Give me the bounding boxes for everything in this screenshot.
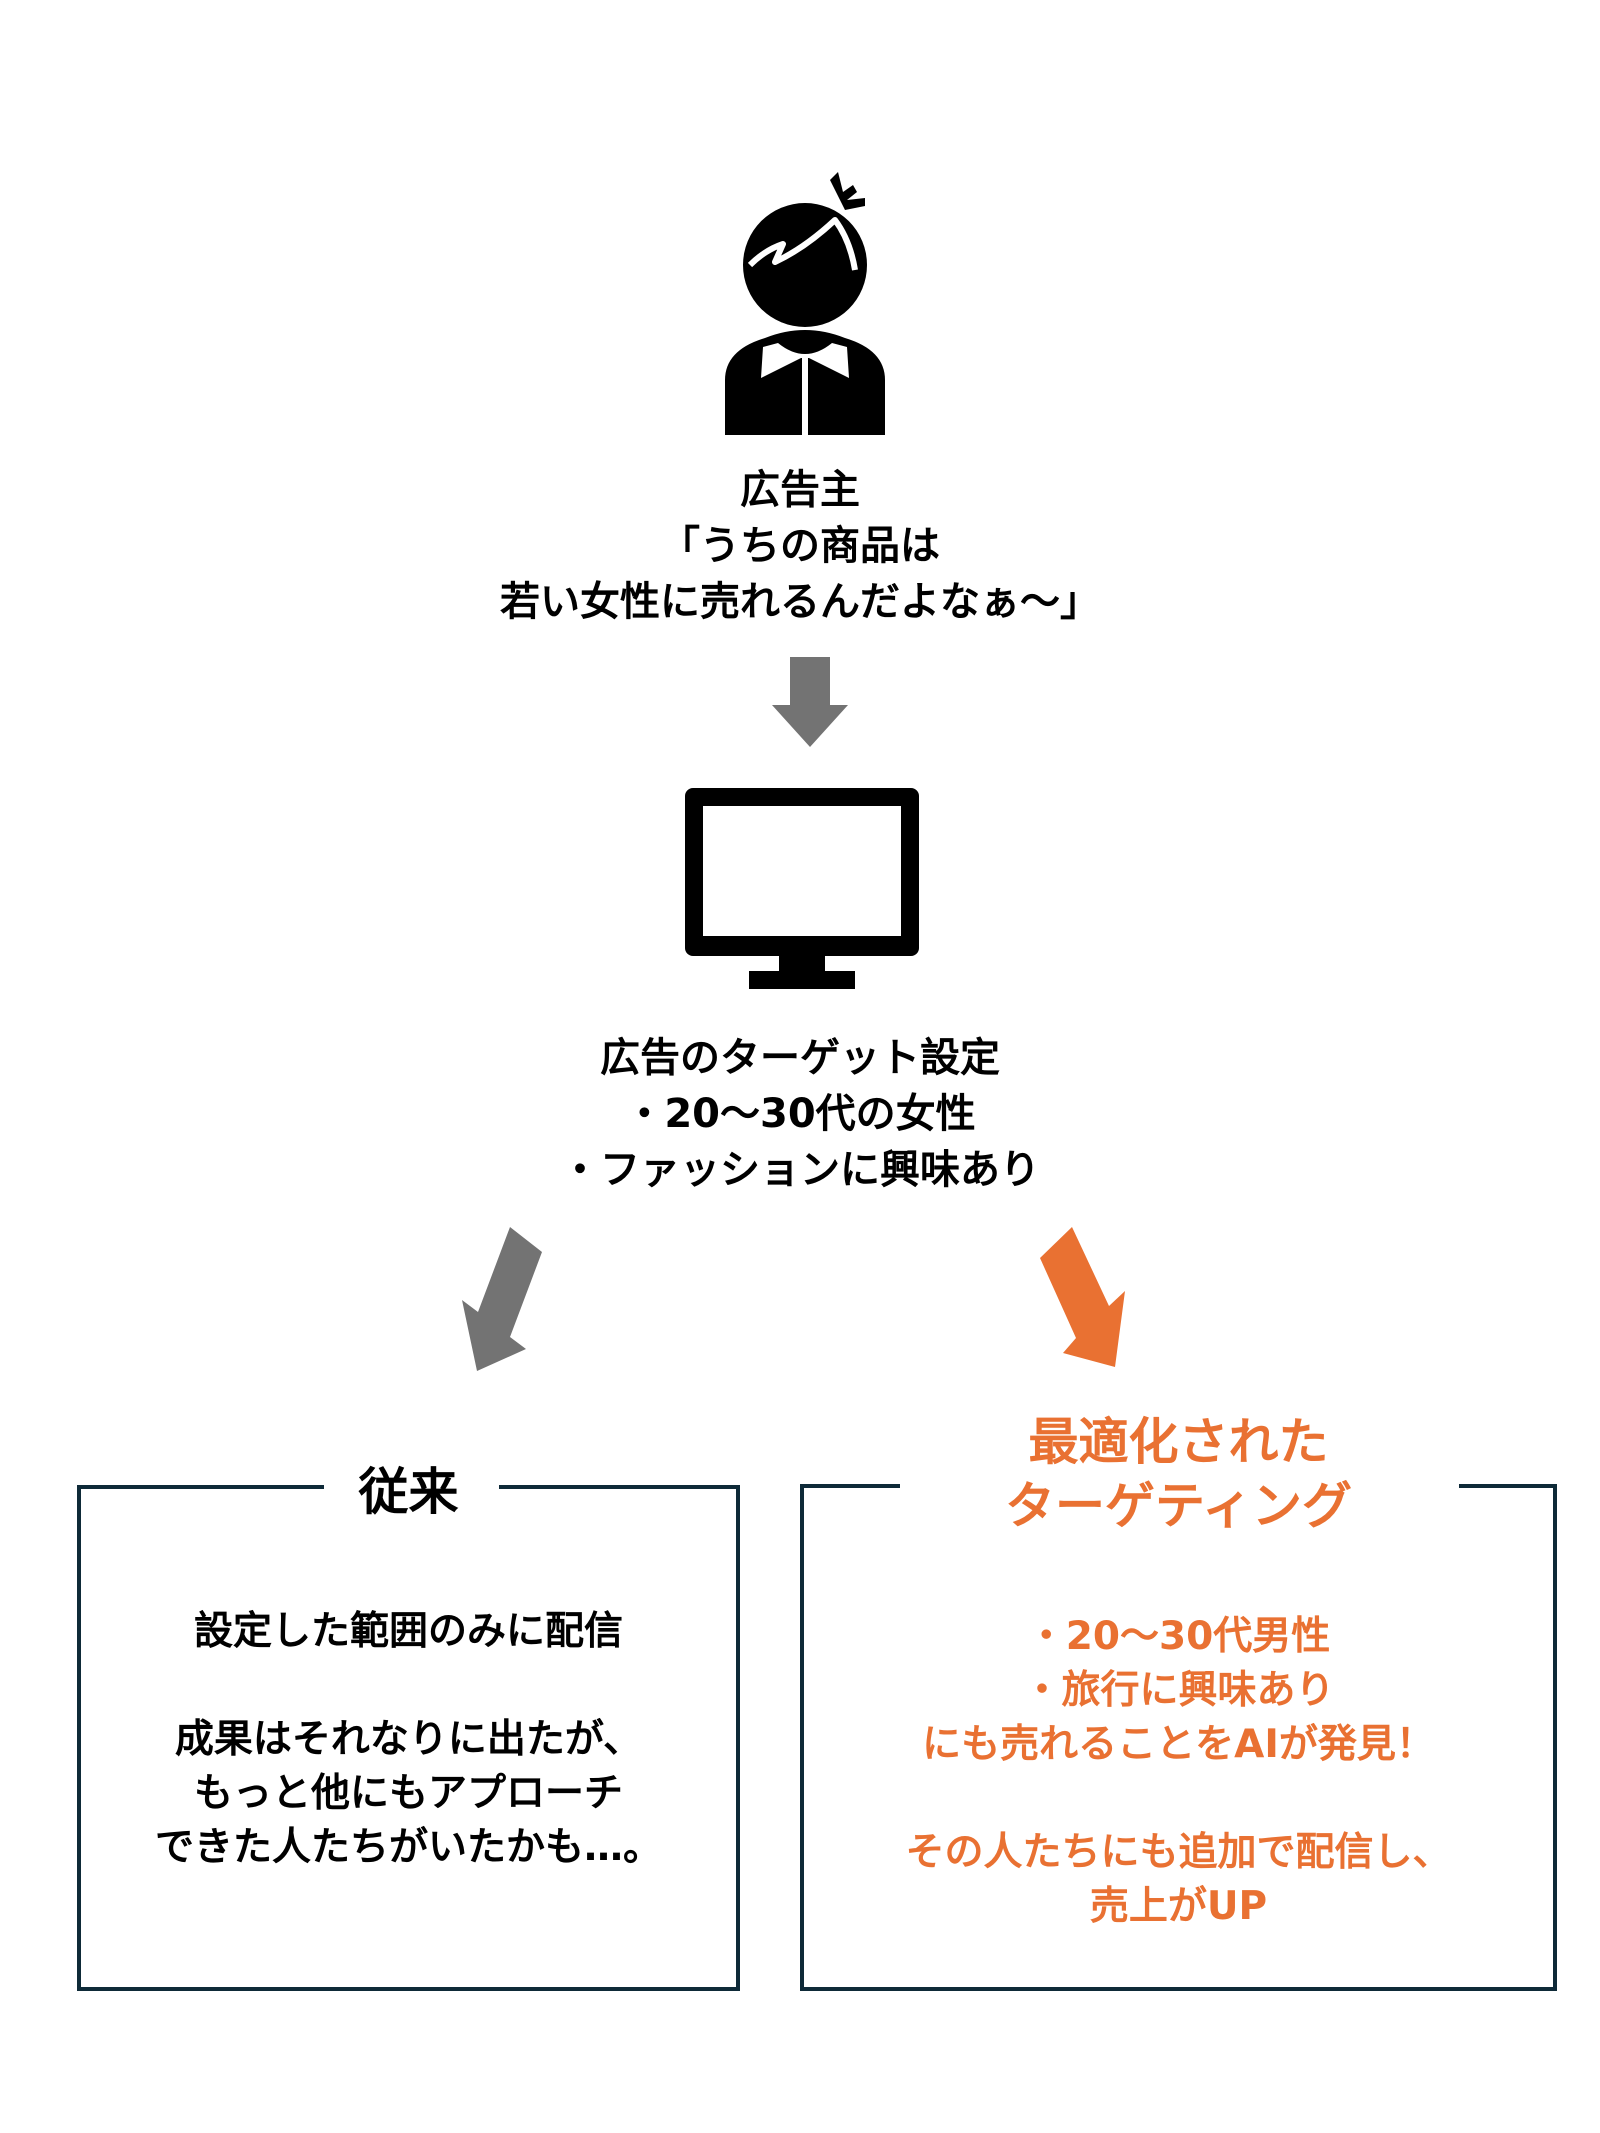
- optimized-heading-line1: 最適化された: [1028, 1413, 1329, 1471]
- optimized-item: にも売れることをAIが発見！: [922, 1722, 1435, 1767]
- conventional-body-line: できた人たちがいたかも…。: [154, 1825, 662, 1870]
- arrow-down-right-icon: [1040, 1227, 1125, 1367]
- optimized-body: ・20～30代男性 ・旅行に興味あり にも売れることをAIが発見！ その人たちに…: [800, 1610, 1557, 1934]
- conventional-body-line: 成果はそれなりに出たが、: [174, 1717, 643, 1762]
- border-gap: [900, 1481, 1459, 1491]
- spacer: [77, 1659, 740, 1713]
- optimized-result-line: 売上がUP: [1089, 1884, 1268, 1929]
- conventional-body-line: もっと他にもアプローチ: [193, 1771, 623, 1816]
- person-icon: [725, 172, 885, 436]
- advertiser-title: 広告主: [740, 467, 860, 513]
- border-gap: [324, 1482, 499, 1492]
- conventional-box: [77, 1482, 740, 1991]
- optimized-box: [800, 1481, 1557, 1991]
- advertiser-quote-line2: 若い女性に売れるんだよなぁ～」: [500, 579, 1100, 625]
- arrow-down-left-icon: [462, 1227, 542, 1371]
- conventional-heading: 従来: [358, 1463, 459, 1521]
- optimized-item: ・20～30代男性: [1026, 1614, 1331, 1659]
- target-item: ・ファッションに興味あり: [560, 1147, 1040, 1193]
- advertiser-block: 広告主 「うちの商品は 若い女性に売れるんだよなぁ～」: [0, 462, 1600, 630]
- optimized-result-line: その人たちにも追加で配信し、: [905, 1830, 1452, 1875]
- spacer: [800, 1772, 1557, 1826]
- target-settings-block: 広告のターゲット設定 ・20～30代の女性 ・ファッションに興味あり: [0, 1030, 1600, 1198]
- target-item: ・20～30代の女性: [624, 1091, 976, 1137]
- optimized-heading: 最適化された ターゲティング: [800, 1410, 1557, 1538]
- optimized-heading-line2: ターゲティング: [1005, 1477, 1352, 1535]
- arrow-down-icon: [772, 657, 848, 747]
- conventional-body: 設定した範囲のみに配信 成果はそれなりに出たが、 もっと他にもアプローチ できた…: [77, 1605, 740, 1875]
- conventional-line1: 設定した範囲のみに配信: [193, 1609, 623, 1654]
- monitor-icon: [685, 788, 919, 989]
- optimized-item: ・旅行に興味あり: [1022, 1668, 1335, 1713]
- target-title: 広告のターゲット設定: [600, 1035, 1000, 1081]
- advertiser-quote-line1: 「うちの商品は: [660, 523, 940, 569]
